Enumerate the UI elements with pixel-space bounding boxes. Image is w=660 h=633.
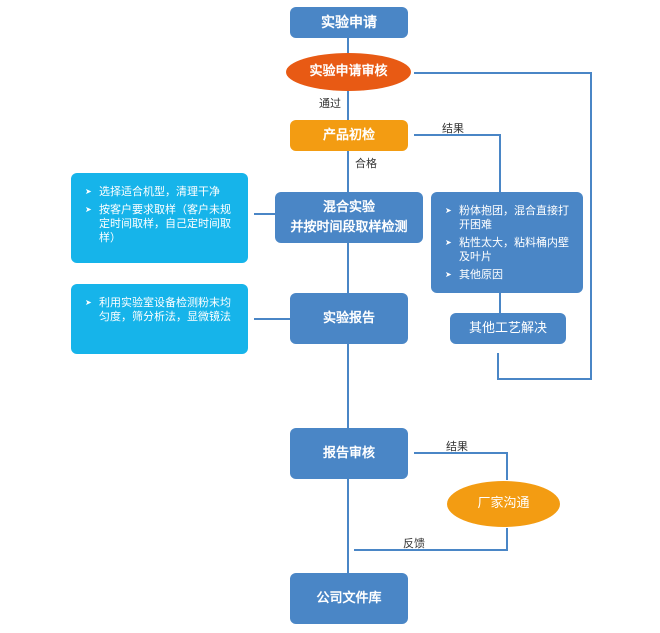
edge-label-qualified: 合格: [355, 157, 377, 170]
node-application-review: 实验申请审核: [286, 53, 411, 91]
connector-report-result: [414, 452, 508, 480]
node-vendor-communication-label: 厂家沟通: [477, 496, 530, 511]
note-mixing-tips: 选择适合机型，清理干净 按客户要求取样（客户未规定时间取样，自己定时间取样）: [71, 173, 248, 263]
node-initial-inspection-label: 产品初检: [322, 127, 375, 143]
node-mixing-experiment-label: 混合实验 并按时间段取样检测: [290, 199, 408, 235]
node-experiment-report: 实验报告: [290, 293, 408, 344]
note-problem-2: 粘性太大，粘料桶内壁及叶片: [445, 236, 573, 264]
edge-label-pass: 通过: [319, 97, 341, 110]
node-company-library-label: 公司文件库: [316, 590, 382, 606]
connector-review-loop: [414, 72, 592, 380]
node-company-library: 公司文件库: [290, 573, 408, 624]
node-initial-inspection: 产品初检: [290, 120, 408, 151]
node-other-process: 其他工艺解决: [450, 313, 566, 344]
note-mixing-tip-2: 按客户要求取样（客户未规定时间取样，自己定时间取样）: [85, 203, 236, 245]
connector-feedback: [354, 528, 508, 551]
note-problem-3: 其他原因: [445, 268, 573, 282]
note-mixing-tip-1: 选择适合机型，清理干净: [85, 185, 236, 199]
note-problems: 粉体抱团，混合直接打开困难 粘性太大，粘料桶内壁及叶片 其他原因: [431, 192, 583, 293]
node-application-review-label: 实验申请审核: [309, 64, 388, 79]
note-report-tip-1: 利用实验室设备检测粉末均匀度，筛分析法，显微镜法: [85, 296, 236, 324]
node-mixing-experiment: 混合实验 并按时间段取样检测: [275, 192, 423, 243]
edge-label-result-1: 结果: [442, 122, 464, 135]
node-report-review: 报告审核: [290, 428, 408, 479]
node-report-review-label: 报告审核: [322, 445, 375, 461]
note-problem-1: 粉体抱团，混合直接打开困难: [445, 204, 573, 232]
edge-label-feedback: 反馈: [403, 537, 425, 550]
node-experiment-report-label: 实验报告: [322, 310, 375, 326]
edge-label-result-2: 结果: [446, 440, 468, 453]
node-experiment-application-label: 实验申请: [321, 14, 377, 31]
node-experiment-application: 实验申请: [290, 7, 408, 38]
connector-inspection-result: [414, 134, 501, 193]
node-other-process-label: 其他工艺解决: [468, 320, 547, 336]
node-vendor-communication: 厂家沟通: [447, 481, 560, 527]
note-report-tips: 利用实验室设备检测粉末均匀度，筛分析法，显微镜法: [71, 284, 248, 354]
